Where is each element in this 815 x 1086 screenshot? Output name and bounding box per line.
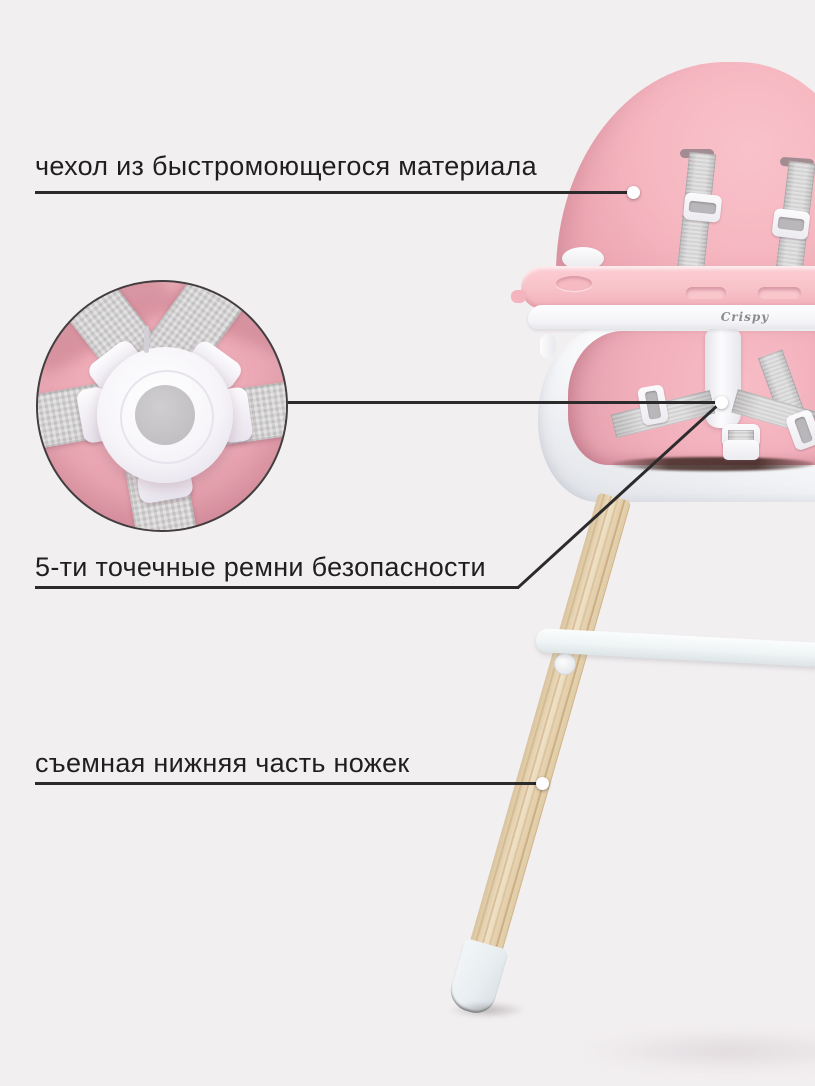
- tray-recess: [556, 276, 592, 291]
- callout-dot-harness: [715, 396, 728, 409]
- buckle-slot: [793, 415, 814, 445]
- shoulder-strap-buckle-right: [771, 207, 811, 241]
- buckle-slot: [688, 200, 717, 215]
- callout-line-harness: [35, 586, 519, 589]
- inset-buckle-release-slot: [144, 326, 149, 353]
- callout-dot-cover: [627, 186, 640, 199]
- callout-line-inset: [280, 401, 722, 404]
- brand-logo: Crispy: [720, 310, 770, 324]
- buckle-slot: [644, 390, 661, 420]
- tray-handle-slot-2: [758, 287, 801, 299]
- tray-release-tab: [511, 290, 526, 303]
- shoulder-strap-buckle-left: [682, 192, 723, 223]
- inset-buckle-center: [135, 385, 195, 445]
- callout-dot-legs: [536, 777, 549, 790]
- floor-shadow: [580, 1030, 815, 1072]
- tray-lock-tab: [540, 334, 556, 358]
- inset-buckle-ring: [120, 370, 214, 464]
- wooden-leg: [466, 492, 632, 964]
- annotation-label-harness: 5-ти точечные ремни безопасности: [35, 552, 486, 582]
- tray-handle-slot-1: [686, 287, 726, 299]
- annotation-label-cover: чехол из быстромоющегося материала: [35, 151, 537, 181]
- tray-front-band: [528, 305, 815, 329]
- annotation-label-legs: съемная нижняя часть ножек: [35, 748, 410, 778]
- callout-line-cover: [35, 191, 633, 194]
- footrest-screw-cap: [554, 653, 576, 675]
- buckle-slot: [777, 216, 805, 232]
- harness-closeup-inset: [36, 280, 288, 532]
- foot-shadow: [448, 1002, 526, 1018]
- cushion-shadow-seam: [612, 457, 814, 471]
- crotch-adjuster: [723, 440, 759, 460]
- callout-line-legs: [35, 782, 542, 785]
- recline-knob: [562, 247, 604, 270]
